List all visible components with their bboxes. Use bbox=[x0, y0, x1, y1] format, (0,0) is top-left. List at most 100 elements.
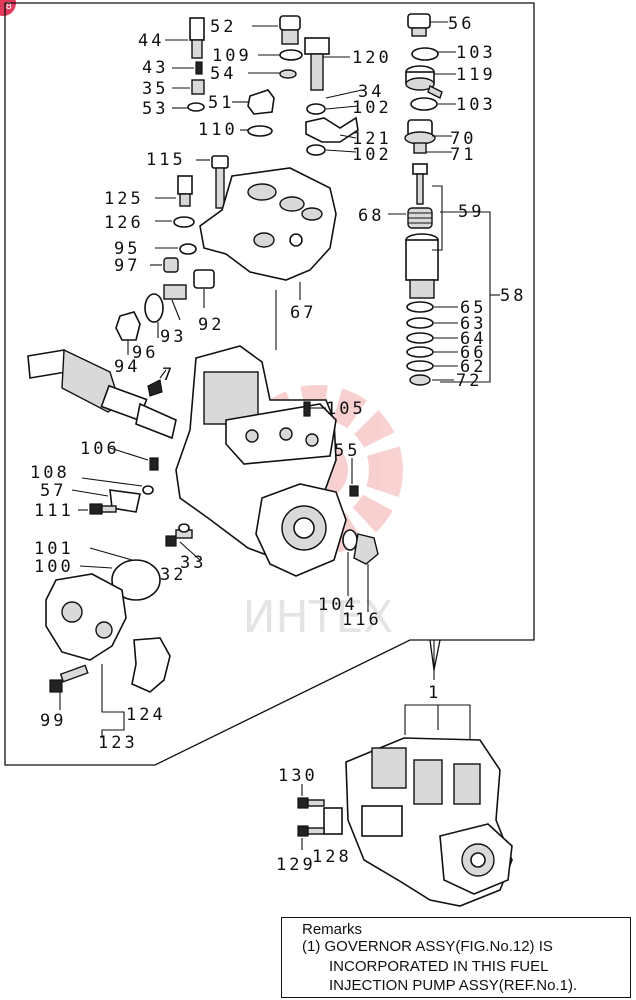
label-52: 52 bbox=[210, 17, 236, 37]
label-109: 109 bbox=[212, 46, 252, 66]
label-64: 64 bbox=[460, 329, 486, 349]
label-57: 57 bbox=[40, 481, 66, 501]
bracket-59 bbox=[432, 185, 443, 251]
part-95-oring bbox=[179, 243, 197, 255]
assembled-pump bbox=[345, 737, 513, 907]
label-93: 93 bbox=[160, 327, 186, 347]
part-57-plate bbox=[109, 489, 141, 513]
label-54: 54 bbox=[210, 64, 236, 84]
part-43-pin bbox=[195, 61, 203, 75]
part-64-ring bbox=[406, 332, 434, 344]
label-35: 35 bbox=[142, 79, 168, 99]
part-111-bolt bbox=[78, 503, 117, 515]
label-120: 120 bbox=[352, 48, 392, 68]
part-72-washer bbox=[409, 374, 431, 386]
part-93-seal bbox=[144, 293, 164, 323]
part-44-screw bbox=[165, 17, 205, 59]
label-102a: 102 bbox=[352, 98, 392, 118]
part-63-ring bbox=[406, 317, 434, 329]
label-70: 70 bbox=[450, 129, 476, 149]
part-106-pin bbox=[149, 457, 159, 471]
label-105: 105 bbox=[326, 399, 366, 419]
label-123: 123 bbox=[98, 733, 138, 753]
label-44: 44 bbox=[138, 31, 164, 51]
label-129: 129 bbox=[276, 855, 316, 875]
label-96: 96 bbox=[132, 343, 158, 363]
part-32-washer bbox=[178, 523, 190, 533]
part-130-bolt bbox=[297, 797, 325, 809]
part-121-banjo bbox=[305, 116, 359, 143]
label-130: 130 bbox=[278, 766, 318, 786]
label-63: 63 bbox=[460, 314, 486, 334]
part-110-oring bbox=[247, 125, 273, 137]
label-126: 126 bbox=[104, 213, 144, 233]
remarks-title: Remarks bbox=[302, 921, 363, 938]
label-51: 51 bbox=[208, 93, 234, 113]
part-129-bolt bbox=[297, 825, 325, 837]
part-62-ring bbox=[406, 360, 434, 372]
label-106: 106 bbox=[80, 439, 120, 459]
part-116-nut bbox=[353, 533, 379, 565]
label-121: 121 bbox=[352, 129, 392, 149]
pump-housing bbox=[175, 345, 347, 577]
label-67: 67 bbox=[290, 303, 316, 323]
remarks-box: Remarks (1) GOVERNOR ASSY(FIG.No.12) IS … bbox=[281, 917, 631, 998]
label-115: 115 bbox=[146, 150, 186, 170]
assembly-label: 1 bbox=[428, 683, 441, 703]
part-66-ring bbox=[406, 346, 434, 358]
part-128-bracket bbox=[323, 807, 343, 835]
label-124: 124 bbox=[126, 705, 166, 725]
part-102-washer-b bbox=[306, 144, 326, 156]
label-7: 7 bbox=[162, 365, 175, 385]
part-108-oring bbox=[142, 485, 154, 495]
label-103a: 103 bbox=[456, 43, 496, 63]
part-35-valve bbox=[172, 79, 205, 95]
part-100-gasket bbox=[111, 559, 161, 601]
exploded-view-frame bbox=[4, 2, 535, 766]
part-52-cap bbox=[252, 15, 301, 45]
label-66: 66 bbox=[460, 343, 486, 363]
part-54-washer bbox=[279, 69, 297, 79]
part-33-bolt bbox=[165, 529, 201, 561]
label-95: 95 bbox=[114, 239, 140, 259]
label-34: 34 bbox=[358, 82, 384, 102]
remarks-line-3: INJECTION PUMP ASSY(REF.No.1). bbox=[329, 977, 578, 994]
label-68: 68 bbox=[358, 206, 384, 226]
part-103-oring-a bbox=[411, 47, 439, 61]
label-72: 72 bbox=[456, 371, 482, 391]
label-94: 94 bbox=[114, 357, 140, 377]
drive-shaft bbox=[27, 348, 177, 440]
label-119: 119 bbox=[456, 65, 496, 85]
label-43: 43 bbox=[142, 58, 168, 78]
part-65-ring bbox=[406, 301, 434, 313]
timer-cover bbox=[45, 573, 127, 661]
part-120-bolt bbox=[304, 37, 350, 91]
part-119-cylinder bbox=[405, 65, 456, 99]
remarks-line-1: (1) GOVERNOR ASSY(FIG.No.12) IS bbox=[302, 938, 553, 955]
label-128: 128 bbox=[312, 847, 352, 867]
label-58: 58 bbox=[500, 286, 526, 306]
part-103-oring-b bbox=[410, 97, 438, 111]
part-126-washer bbox=[173, 216, 195, 228]
label-108: 108 bbox=[30, 463, 70, 483]
label-97: 97 bbox=[114, 256, 140, 276]
label-65: 65 bbox=[460, 298, 486, 318]
label-111: 111 bbox=[34, 501, 74, 521]
label-71: 71 bbox=[450, 145, 476, 165]
part-124-gasket bbox=[131, 637, 171, 693]
label-32: 32 bbox=[160, 565, 186, 585]
label-92: 92 bbox=[198, 315, 224, 335]
label-59: 59 bbox=[458, 202, 484, 222]
label-102b: 102 bbox=[352, 145, 392, 165]
governor-cover-block bbox=[199, 167, 337, 281]
part-102-washer-a bbox=[306, 103, 326, 115]
label-99: 99 bbox=[40, 711, 66, 731]
label-62: 62 bbox=[460, 357, 486, 377]
part-56-plug bbox=[407, 13, 448, 37]
part-7-key bbox=[147, 379, 163, 397]
remarks-line-2: INCORPORATED IN THIS FUEL bbox=[329, 958, 549, 975]
part-115-bolt bbox=[196, 155, 229, 209]
label-125: 125 bbox=[104, 189, 144, 209]
label-100: 100 bbox=[34, 557, 74, 577]
